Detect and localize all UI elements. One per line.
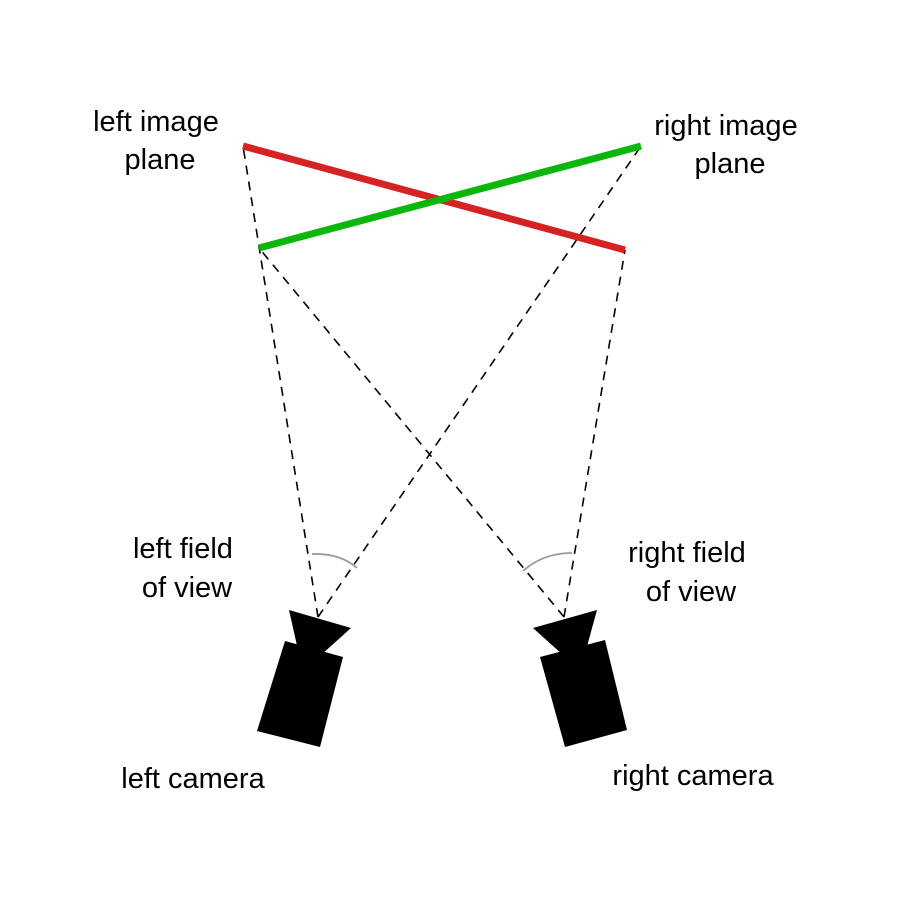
right-camera-icon (533, 610, 627, 747)
right-image-plane-line (258, 142, 642, 252)
left-camera-to-left-plane-start (242, 145, 319, 618)
right-field-of-view-arc (522, 552, 573, 572)
right-camera-to-left-plane-end (258, 247, 565, 618)
right-field-of-view-label-line-2: of view (646, 576, 737, 608)
left-camera-icon (257, 610, 351, 747)
left-camera-label: left camera (121, 763, 265, 795)
left-field-of-view-label-line-1: left field (133, 533, 233, 565)
right-camera-to-right-plane-end (563, 249, 626, 618)
left-field-of-view-label-line-2: of view (142, 572, 233, 604)
left-field-of-view-arc (311, 553, 358, 569)
right-camera-body (540, 640, 627, 747)
right-field-of-view-label: right field of view (628, 537, 754, 608)
right-camera-lens (533, 610, 597, 655)
right-camera-label: right camera (612, 760, 774, 792)
left-camera-lens (289, 610, 351, 655)
left-image-plane-label-line-1: left image (93, 106, 219, 138)
right-field-of-view-label-line-1: right field (628, 537, 746, 569)
left-image-plane-label: left image plane (93, 106, 227, 176)
right-image-plane-label: right image plane (654, 110, 806, 180)
left-camera-body (257, 641, 343, 747)
right-image-plane-label-line-1: right image (654, 110, 797, 142)
left-field-of-view-label: left field of view (133, 533, 241, 604)
right-image-plane-label-line-2: plane (695, 148, 766, 180)
sight-lines (242, 145, 642, 618)
left-image-plane-label-line-2: plane (125, 144, 196, 176)
